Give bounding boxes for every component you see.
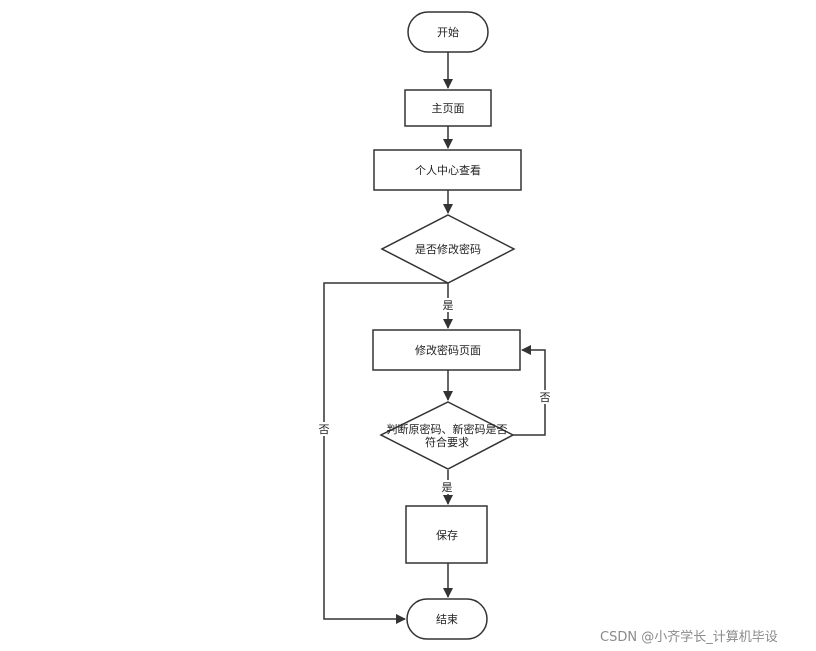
- node-save: 保存: [405, 505, 488, 564]
- node-save-label: 保存: [436, 528, 458, 542]
- node-end: 结束: [406, 598, 488, 640]
- edge-label-bg: [439, 480, 455, 494]
- node-change-password-page-label: 修改密码页面: [415, 343, 481, 357]
- edge-label-yes-2: 是: [442, 481, 453, 494]
- node-check-decision: 判断原密码、新密码是否 符合要求: [379, 401, 515, 470]
- node-personal-center: 个人中心查看: [373, 149, 522, 191]
- node-change-password-page: 修改密码页面: [372, 329, 521, 371]
- node-start: 开始: [407, 11, 489, 53]
- node-check-decision-label-line1: 判断原密码、新密码是否: [387, 422, 508, 436]
- edge-label-bg: [537, 390, 553, 404]
- node-main-page: 主页面: [404, 89, 492, 127]
- edge-label-no-2: 否: [540, 391, 551, 404]
- edge-label-bg: [440, 298, 456, 312]
- edge-label-bg: [316, 422, 332, 436]
- node-check-decision-label-line2: 符合要求: [425, 435, 469, 449]
- node-change-password-decision: 是否修改密码: [380, 214, 516, 284]
- edge-decision-no: [323, 282, 448, 624]
- node-main-page-label: 主页面: [432, 102, 465, 115]
- node-end-label: 结束: [436, 613, 458, 626]
- node-change-password-decision-label: 是否修改密码: [415, 242, 481, 256]
- node-start-label: 开始: [437, 25, 459, 39]
- node-personal-center-label: 个人中心查看: [415, 163, 481, 177]
- edge-label-yes-1: 是: [443, 299, 454, 312]
- edge-label-no-1: 否: [319, 423, 330, 436]
- watermark: CSDN @小齐学长_计算机毕设: [600, 630, 778, 645]
